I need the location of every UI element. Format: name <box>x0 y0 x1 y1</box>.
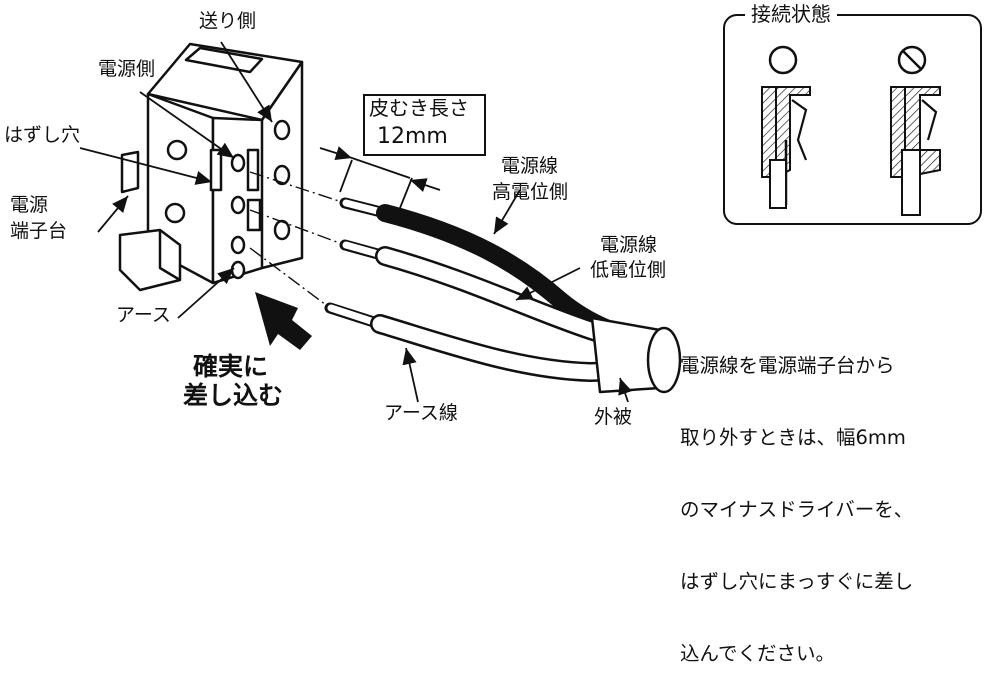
power-high-label-2: 高電位側 <box>492 181 569 203</box>
wiring-diagram <box>79 41 941 403</box>
release-hole-label: はずし穴 <box>4 124 81 146</box>
strip-dimension <box>319 146 441 209</box>
connection-ng-figure <box>890 45 941 216</box>
strip-length-box <box>363 94 486 156</box>
terminal-block-label-1: 電源 <box>10 194 49 216</box>
connection-ok-figure <box>761 45 811 209</box>
removal-note: 電源線を電源端子台から 取り外すときは、幅6mm のマイナスドライバーを、 はず… <box>680 306 985 690</box>
power-low-label-1: 電源線 <box>600 234 658 256</box>
note-line: はずし穴にまっすぐに差し <box>680 569 914 593</box>
insert-label-2: 差し込む <box>183 381 284 410</box>
jacket-label: 外被 <box>594 406 633 428</box>
leader-lines <box>79 41 632 403</box>
terminal-block-label-2: 端子台 <box>10 220 68 242</box>
earth-wire-label: アース線 <box>384 402 458 424</box>
wires <box>324 197 682 394</box>
insert-label-1: 確実に <box>193 352 269 381</box>
insert-arrow <box>255 292 312 350</box>
note-line: 取り外すときは、幅6mm <box>680 425 906 449</box>
center-lines <box>249 171 346 309</box>
strip-length-label: 皮むき長さ <box>369 96 469 120</box>
connection-state-box <box>723 14 982 225</box>
strip-length-value: 12mm <box>377 124 448 149</box>
earth-label: アース <box>116 304 171 326</box>
power-high-label-1: 電源線 <box>501 155 559 177</box>
send-side-label: 送り側 <box>199 10 257 32</box>
power-low-label-2: 低電位側 <box>590 259 667 281</box>
note-line: 込んでください。 <box>680 641 836 665</box>
power-side-label: 電源側 <box>98 58 156 80</box>
connection-state-title: 接続状態 <box>745 4 837 25</box>
terminal-block <box>118 42 304 292</box>
note-line: のマイナスドライバーを、 <box>680 497 914 521</box>
note-line: 電源線を電源端子台から <box>680 353 895 377</box>
